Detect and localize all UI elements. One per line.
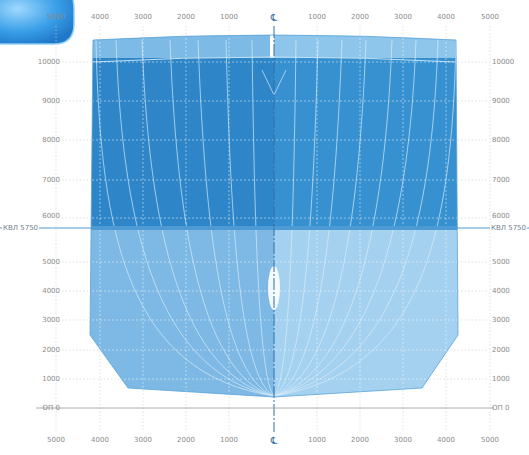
axis-label: 3000 [394,436,412,445]
axis-label: 3000 [134,436,152,445]
axis-label: 1000 [220,13,238,22]
axis-label: 5000 [47,436,65,445]
axis-label: ℄ [271,13,277,22]
axis-label: 4000 [492,287,510,296]
axis-label: 2000 [351,436,369,445]
grid [56,26,490,432]
axis-label: 6000 [42,212,60,221]
axis-label: 10000 [492,58,514,67]
axis-label: 1000 [492,375,510,384]
axis-label: 2000 [351,13,369,22]
hull [80,25,470,408]
axis-label: 1000 [220,436,238,445]
axis-label: 10000 [38,58,60,67]
axis-label: 2000 [42,346,60,355]
axis-label: 2000 [177,436,195,445]
centre-line [274,26,275,432]
axis-label: 3000 [134,13,152,22]
axis-label: ОП 0 [43,404,60,413]
axis-label: 3000 [394,13,412,22]
axis-label: 1000 [308,436,326,445]
axis-label: 1000 [308,13,326,22]
axis-label: 2000 [177,13,195,22]
axis-label: 5000 [481,13,499,22]
axis-label: 8000 [492,136,510,145]
axis-label: 1000 [42,375,60,384]
axis-label: 5000 [481,436,499,445]
waterline [0,227,529,228]
axis-label: 3000 [42,316,60,325]
axis-label: 4000 [437,13,455,22]
axis-label: 4000 [42,287,60,296]
corner-button [0,0,74,44]
axis-label: 5000 [47,13,65,22]
axis-label: 5000 [42,258,60,267]
axis-label: 4000 [437,436,455,445]
axis-label: 7000 [42,176,60,185]
axis-label: 7000 [492,176,510,185]
waterline-label: КВЛ 5750 [2,224,39,233]
axis-label: 5000 [492,258,510,267]
axis-label: 9000 [492,97,510,106]
axis-label: ОП 0 [492,404,509,413]
waterline-label: КВЛ 5750 [490,224,527,233]
axis-label: 3000 [492,316,510,325]
baseline [36,408,494,409]
axis-label: 4000 [91,436,109,445]
axis-label: 4000 [91,13,109,22]
axis-label: 9000 [42,97,60,106]
axis-label: ℄ [271,436,277,445]
axis-label: 2000 [492,346,510,355]
axis-label: 8000 [42,136,60,145]
axis-label: 6000 [492,212,510,221]
